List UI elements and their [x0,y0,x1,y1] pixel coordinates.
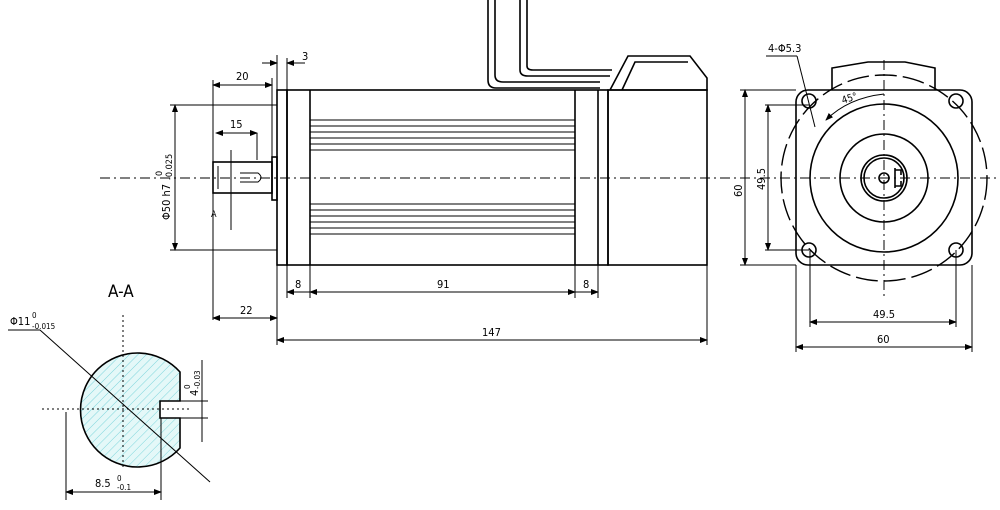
section-view: A-A Φ11 0 -0.015 4 0 -0.03 8.5 0 -0.1 [8,282,211,500]
connector-housing [608,55,708,91]
motor-cables [487,0,612,89]
dim-body: 91 [437,278,450,291]
front-view: 4-Φ5.3 45° 60 49.5 49.5 60 [732,42,988,352]
dia-tol-upper: 0 [32,311,37,320]
keyway [217,166,262,189]
svg-text:Φ50 h7: Φ50 h7 [160,184,173,220]
cooling-fins [310,119,575,235]
dia-tol-lower: -0.015 [32,322,55,331]
svg-text:0: 0 [117,474,122,483]
section-dia-label: Φ11 [10,315,30,328]
svg-text:-0.03: -0.03 [193,370,202,389]
shaft-section [79,352,181,468]
dim-flat: 8.5 0 -0.1 [95,474,131,492]
holes-label: 4-Φ5.3 [768,42,801,55]
dim-pilot-diameter: Φ50 h7 0 -0.025 [155,154,175,220]
section-mark: A [211,210,217,220]
dim-flange: 3 [302,50,308,63]
dim-key-length: 15 [230,118,243,131]
dim-total-length: 147 [482,326,501,339]
dim-shaft-length: 20 [236,70,249,83]
dim-width: 60 [877,333,890,346]
svg-text:4: 4 [188,390,201,396]
svg-text:-0.1: -0.1 [117,483,131,492]
dim-key-width: 4 0 -0.03 [183,370,202,396]
connector-top [831,61,936,90]
dim-hole-pitch-vertical: 49.5 [755,168,768,190]
mount-hole [948,93,964,109]
dim-hole-pitch-horizontal: 49.5 [873,308,895,321]
svg-text:8.5: 8.5 [95,477,111,490]
dim-right-cap: 8 [583,278,589,291]
dim-shaft-offset: 22 [240,304,253,317]
section-title: A-A [108,282,134,302]
svg-text:0: 0 [155,171,165,176]
dim-left-cap: 8 [295,278,301,291]
encoder-housing [607,89,708,266]
angle-label: 45° [840,91,859,106]
mount-hole [801,93,817,109]
dim-height: 60 [732,184,745,197]
svg-text:-0.025: -0.025 [165,154,175,180]
side-view: 20 15 3 Φ50 h7 0 -0.025 A 8 91 8 22 147 [155,0,708,345]
svg-text:0: 0 [183,384,192,389]
